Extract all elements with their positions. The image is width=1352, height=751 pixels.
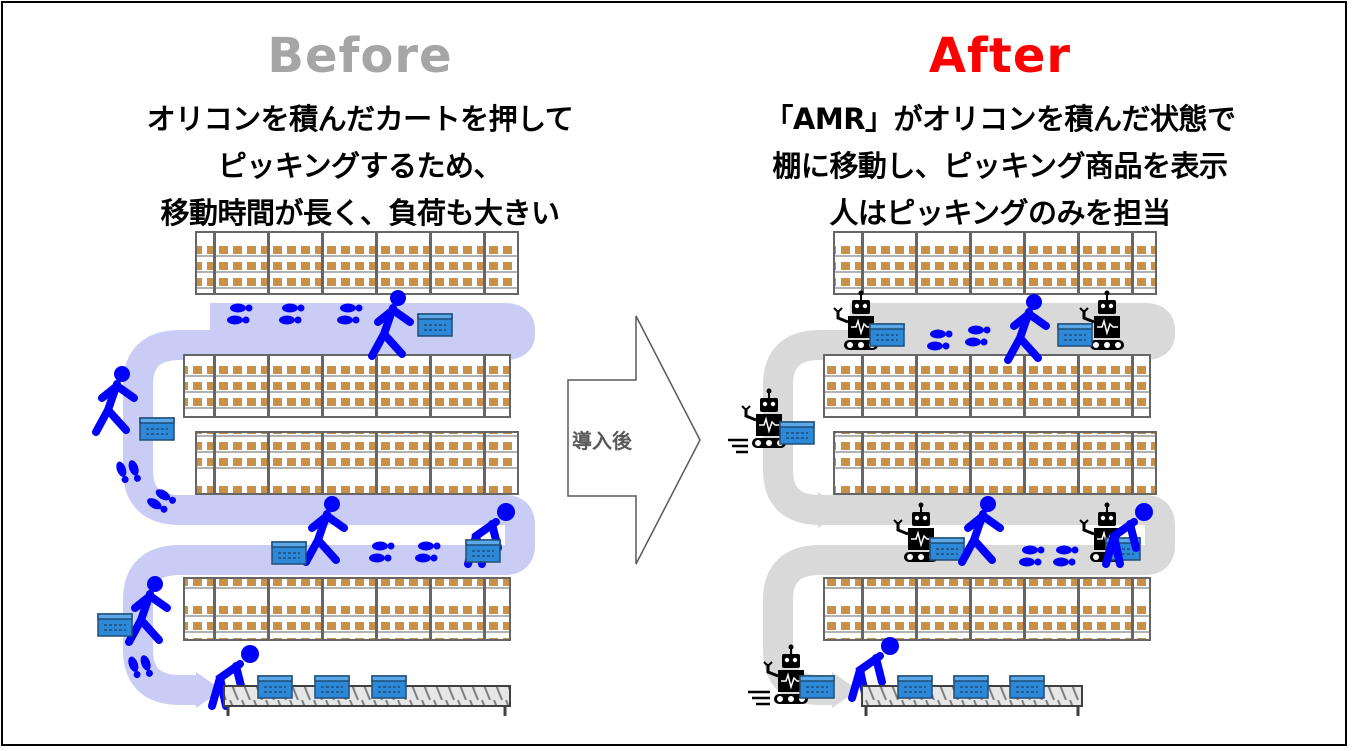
after-line-3: 人はピッキングのみを担当 xyxy=(829,196,1171,230)
after-shelf-4 xyxy=(823,577,1151,641)
after-flow-arrowhead-1 xyxy=(818,492,846,528)
after-shelf-2 xyxy=(823,354,1151,418)
before-line-3: 移動時間が長く、負荷も大きい xyxy=(160,196,560,230)
after-line-1: 「AMR」がオリコンを積んだ状態で xyxy=(764,102,1236,136)
crate-icon xyxy=(271,541,307,565)
crate-icon xyxy=(417,313,453,337)
crate-icon xyxy=(371,675,407,699)
before-shelf-4 xyxy=(183,577,511,641)
after-line-2: 棚に移動し、ピッキング商品を表示 xyxy=(772,149,1228,183)
before-line-2: ピッキングするため、 xyxy=(217,149,503,183)
after-flow-path xyxy=(763,303,1175,705)
before-conveyor xyxy=(223,685,511,707)
crate-icon xyxy=(314,675,350,699)
crate-icon xyxy=(139,417,175,441)
crate-icon xyxy=(869,323,905,347)
crate-icon xyxy=(257,675,293,699)
crate-icon xyxy=(465,539,501,563)
after-description: 「AMR」がオリコンを積んだ状態で 棚に移動し、ピッキング商品を表示 人はピッキ… xyxy=(690,96,1310,237)
transition-arrow: 導入後 xyxy=(567,315,701,565)
crate-icon xyxy=(929,537,965,561)
after-title: After xyxy=(928,28,1072,84)
after-shelf-1 xyxy=(833,231,1157,295)
motion-lines xyxy=(728,438,770,706)
before-shelf-1 xyxy=(195,231,519,295)
crate-icon xyxy=(779,421,815,445)
crate-icon xyxy=(897,675,933,699)
transition-label: 導入後 xyxy=(572,429,633,453)
before-shelf-3 xyxy=(195,431,519,495)
before-line-1: オリコンを積んだカートを押して xyxy=(146,102,574,136)
after-shelf-3 xyxy=(833,431,1157,495)
crate-icon xyxy=(953,675,989,699)
before-flow-path xyxy=(123,303,535,705)
before-panel xyxy=(96,231,535,716)
before-flow-arrowhead xyxy=(196,672,222,708)
crate-icon xyxy=(97,613,133,637)
crate-icon xyxy=(1009,675,1045,699)
crate-icon xyxy=(1057,323,1093,347)
before-shelf-2 xyxy=(183,354,511,418)
crate-icon xyxy=(799,675,835,699)
after-panel xyxy=(728,231,1175,716)
before-title: Before xyxy=(267,28,453,84)
before-description: オリコンを積んだカートを押して ピッキングするため、 移動時間が長く、負荷も大き… xyxy=(60,96,660,237)
after-flow-arrowhead-2 xyxy=(832,672,858,708)
